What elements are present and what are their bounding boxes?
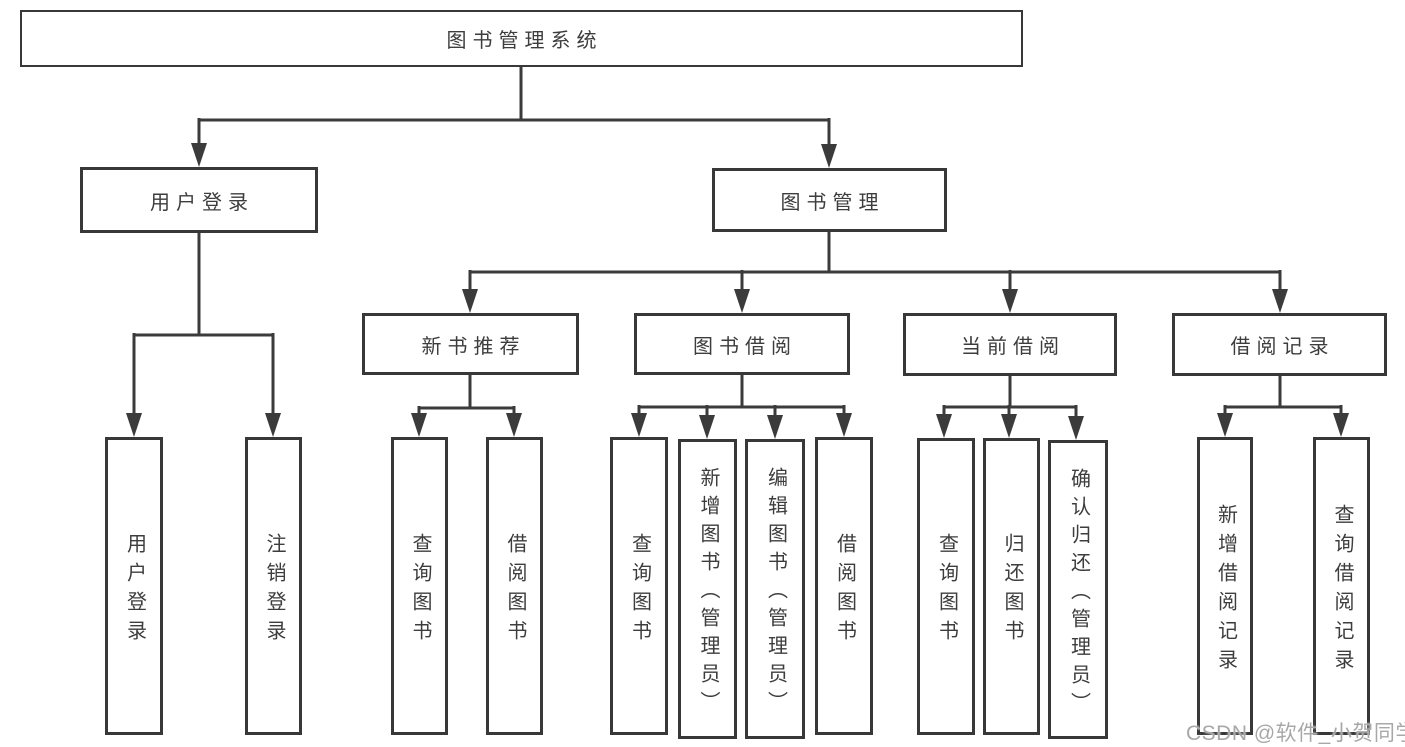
- node-borrowing-records: 借阅记录: [1172, 313, 1387, 376]
- node-user-login-label: 用户登录: [150, 191, 254, 214]
- leaf-borrow-add-books-admin: 新增图书（管理员）: [678, 439, 737, 739]
- connector-book-mgmt-fan: [468, 232, 1282, 291]
- leaf-records-query-record: 查询借阅记录: [1313, 437, 1370, 735]
- connector-current-borrow-fan: [942, 376, 1078, 418]
- node-root-system-label: 图书管理系统: [446, 30, 603, 52]
- leaf-borrow-borrow-books: 借阅图书: [815, 437, 873, 735]
- leaf-newrec-query-books: 查询图书: [391, 437, 448, 735]
- leaf-borrow-add-books-admin-label: 新增图书（管理员）: [697, 467, 719, 719]
- leaf-borrow-borrow-books-label: 借阅图书: [833, 532, 856, 649]
- leaf-current-query-books: 查询图书: [917, 438, 975, 735]
- node-book-borrowing-label: 图书借阅: [693, 335, 797, 358]
- connector-new-book-fan: [417, 375, 516, 415]
- node-new-book-recommend-label: 新书推荐: [421, 335, 526, 358]
- watermark: CSDN @软件_小贺同学: [1186, 722, 1405, 745]
- node-borrowing-records-label: 借阅记录: [1230, 336, 1335, 358]
- leaf-records-query-record-label: 查询借阅记录: [1331, 503, 1353, 678]
- leaf-records-add-record: 新增借阅记录: [1197, 437, 1253, 735]
- node-current-borrowing: 当前借阅: [903, 313, 1117, 376]
- node-root-system: 图书管理系统: [20, 10, 1023, 67]
- connector-borrow-records-fan: [1223, 375, 1343, 415]
- leaf-borrow-query-books: 查询图书: [610, 437, 668, 735]
- leaf-current-confirm-return-admin-label: 确认归还（管理员）: [1067, 467, 1090, 720]
- node-user-login: 用户登录: [80, 167, 318, 233]
- node-book-management: 图书管理: [712, 168, 947, 232]
- leaf-logout: 注销登录: [245, 437, 302, 735]
- leaf-newrec-query-books-label: 查询图书: [409, 532, 431, 649]
- node-current-borrowing-label: 当前借阅: [961, 336, 1065, 358]
- leaf-user-login-label: 用户登录: [123, 532, 146, 649]
- leaf-user-login: 用户登录: [105, 437, 163, 735]
- leaf-current-return-books-label: 归还图书: [1001, 533, 1023, 649]
- leaf-current-query-books-label: 查询图书: [935, 533, 958, 649]
- node-new-book-recommend: 新书推荐: [362, 313, 579, 375]
- leaf-logout-label: 注销登录: [263, 532, 285, 649]
- leaf-newrec-borrow-books: 借阅图书: [486, 437, 543, 735]
- leaf-borrow-edit-books-admin: 编辑图书（管理员）: [745, 439, 805, 739]
- connector-user-login-fan: [132, 233, 275, 415]
- leaf-current-confirm-return-admin: 确认归还（管理员）: [1048, 440, 1108, 739]
- connector-root-fan: [197, 67, 831, 146]
- leaf-newrec-borrow-books-label: 借阅图书: [504, 532, 526, 649]
- connector-book-borrow-fan: [637, 375, 846, 417]
- leaf-records-add-record-label: 新增借阅记录: [1214, 503, 1237, 678]
- leaf-borrow-query-books-label: 查询图书: [628, 532, 651, 649]
- node-book-management-label: 图书管理: [780, 191, 885, 214]
- leaf-borrow-edit-books-admin-label: 编辑图书（管理员）: [764, 467, 787, 719]
- node-book-borrowing: 图书借阅: [634, 313, 850, 375]
- leaf-current-return-books: 归还图书: [983, 438, 1040, 735]
